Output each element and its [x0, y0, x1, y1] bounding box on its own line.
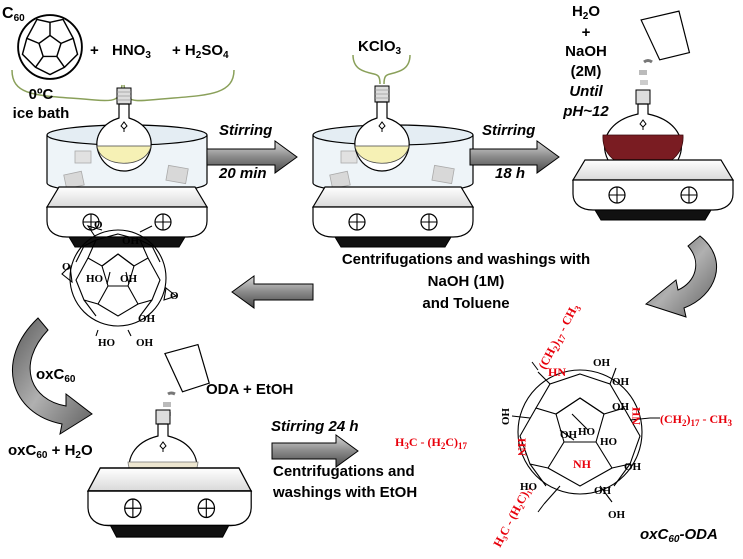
beaker-pour-2 [163, 343, 210, 416]
c60-label: C60 [2, 5, 25, 24]
plus-label-1: + [90, 42, 99, 59]
arrow2-bottom-label: 18 h [495, 165, 526, 182]
conc-label: (2M) [570, 63, 602, 80]
wash1-line3: and Toluene [422, 295, 510, 312]
ice-bath-label: ice bath [12, 105, 70, 122]
svg-text:HO: HO [600, 436, 618, 448]
product-label: oxC60-ODA [640, 526, 718, 545]
svg-text:(CH2)17- CH3: (CH2)17- CH3 [535, 301, 583, 373]
hn-label-left: HN [515, 438, 529, 456]
kclo3-label: KClO3 [358, 38, 402, 57]
stirrer-3 [572, 159, 734, 221]
svg-text:HO: HO [86, 273, 104, 285]
until-label: Until [569, 83, 603, 100]
oxc60-hydroxyl-labels: OH OH OH HO HO OH O O O [62, 219, 179, 349]
arrow-1 [206, 140, 298, 174]
svg-text:OH: OH [612, 401, 630, 413]
svg-text:O: O [62, 261, 71, 273]
svg-text:HO: HO [520, 481, 538, 493]
svg-text:OH: OH [136, 337, 154, 349]
svg-text:O: O [170, 290, 179, 302]
svg-text:OH: OH [138, 313, 156, 325]
stirrer-4 [87, 467, 252, 538]
svg-text:OH: OH [120, 273, 138, 285]
svg-text:HO: HO [578, 426, 596, 438]
step1-c60-molecule [17, 14, 83, 80]
oxc60-label: oxC60 [36, 366, 76, 385]
plus-label-3: + [581, 24, 591, 41]
flask-1 [96, 87, 152, 172]
nh-label-inner: NH [573, 457, 592, 471]
curved-arrow-down [644, 235, 718, 318]
hn-label-top: HN [548, 365, 566, 379]
arrow-left [231, 275, 314, 309]
nh-label-right: NH [629, 406, 643, 425]
svg-text:OH: OH [624, 461, 642, 473]
temp-label: 0ºC [28, 86, 54, 103]
wash1-line2: NaOH (1M) [427, 273, 505, 290]
h2so4-label: + H2SO4 [172, 42, 229, 61]
oxc60-oda-structure [511, 367, 651, 505]
mix-label: oxC60 + H2O [8, 442, 93, 461]
oda-chain-left: H3C - (H2C)17 [395, 435, 468, 451]
oda-chain-top: (CH2)17- CH3 [531, 301, 583, 373]
ph-label: pH~12 [563, 103, 609, 120]
arrow1-top-label: Stirring [219, 122, 273, 139]
oda-reagent-label: ODA + EtOH [206, 381, 294, 398]
reagent-funnel-line [383, 54, 411, 85]
svg-text:O: O [94, 219, 103, 231]
arrow-3 [271, 434, 359, 468]
arrow3-top-label: Stirring 24 h [271, 418, 359, 435]
beaker-pour-1 [639, 10, 691, 85]
arrow-2 [469, 140, 560, 174]
svg-text:HO: HO [499, 408, 511, 426]
svg-text:HO: HO [98, 337, 116, 349]
arrow1-bottom-label: 20 min [219, 165, 267, 182]
naoh-label: NaOH [565, 43, 607, 60]
svg-text:OH: OH [608, 509, 626, 521]
reagent-funnel-line [352, 54, 381, 85]
svg-text:OH: OH [612, 376, 630, 388]
curved-arrow-left-down [12, 317, 93, 436]
wash1-line1: Centrifugations and washings with [341, 251, 591, 268]
h2o-label: H2O [571, 3, 601, 22]
arrow3-bottom-line2: washings with EtOH [273, 484, 418, 501]
arrow3-bottom-line1: Centrifugations and [273, 463, 415, 480]
oda-chain-right: (CH2)17 - CH3 [650, 412, 733, 428]
svg-text:(CH2)17 - CH3: (CH2)17 - CH3 [660, 412, 733, 428]
arrow2-top-label: Stirring [482, 122, 536, 139]
svg-text:OH: OH [593, 357, 611, 369]
reagent-funnel-line [123, 69, 235, 102]
flask-2 [354, 85, 410, 172]
oxc60-structure [61, 225, 178, 337]
svg-text:OH: OH [594, 485, 612, 497]
svg-text:OH: OH [560, 429, 578, 441]
hno3-label: HNO3 [112, 42, 151, 61]
oda-hydroxyl-labels: OH OH OH HO OH HO HO OH OH HO OH [499, 357, 642, 521]
svg-text:H3C - (H2C)17: H3C - (H2C)17 [395, 435, 468, 451]
svg-text:OH: OH [122, 235, 140, 247]
stirrer-2 [312, 186, 474, 248]
